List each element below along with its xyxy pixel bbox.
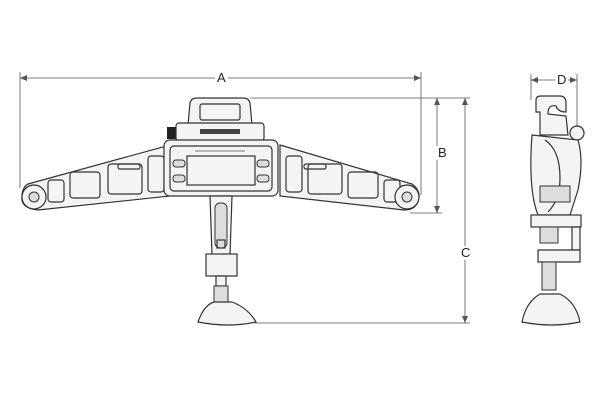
side-foot — [521, 293, 581, 326]
hook — [535, 95, 569, 136]
roller-left — [21, 184, 47, 210]
side-clamp — [530, 214, 582, 228]
dimension-c-label: C — [459, 245, 473, 260]
clamp — [205, 253, 238, 277]
foot — [197, 301, 257, 326]
screw — [213, 285, 229, 303]
side-view — [521, 95, 585, 326]
dimension-c-line — [255, 98, 470, 324]
dimension-a-label: A — [215, 70, 228, 85]
roller-right — [394, 184, 420, 210]
lcd-display — [186, 155, 256, 186]
display-body — [163, 139, 279, 197]
handle — [187, 97, 253, 126]
front-view — [21, 97, 420, 326]
dimension-b-label: B — [436, 145, 449, 160]
dimension-d-label: D — [555, 72, 569, 87]
buttons — [172, 159, 270, 183]
dimension-d-line — [530, 74, 578, 130]
side-knob — [167, 127, 176, 139]
side-body — [530, 134, 582, 216]
